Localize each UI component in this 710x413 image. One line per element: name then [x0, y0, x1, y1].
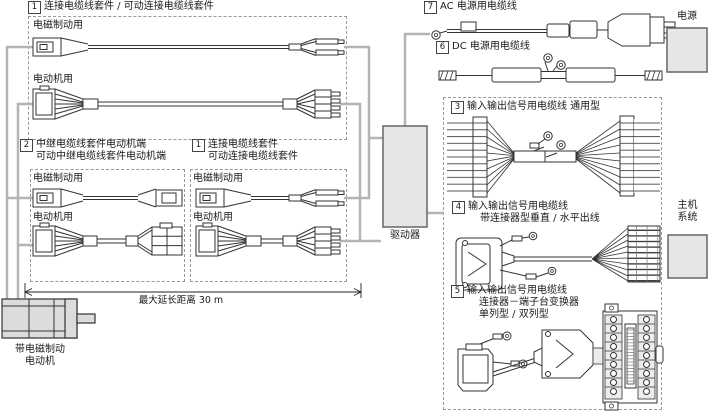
kit1-mid-title-line1: 连接电缆线套件: [208, 139, 278, 150]
number-badge-1: 1: [28, 1, 41, 14]
number-badge-4: 4: [452, 201, 465, 214]
kit1-top-dashed-box: [28, 16, 347, 140]
io-terminal-title: 输入输出信号用电缆线: [467, 285, 567, 296]
number-badge-5: 5: [451, 285, 464, 298]
motor-label-mid: 电动机用: [193, 212, 233, 223]
kit2-title-line2: 可动中继电缆线套件电动机端: [36, 151, 166, 162]
host-label-line1: 主机: [677, 200, 698, 211]
kit2-label: 2 中继电缆线套件电动机端 可动中继电缆线套件电动机端: [20, 139, 166, 163]
motor-label-relay: 电动机用: [33, 212, 73, 223]
io-connector-title: 输入输出信号用电缆线: [468, 201, 568, 212]
brake-label-top: 电磁制动用: [33, 20, 83, 31]
brake-cable-relay: [32, 188, 183, 208]
motor-caption: 带电磁制动 电动机: [0, 344, 80, 368]
number-badge-7: 7: [424, 1, 437, 14]
host-label-line2: 系统: [677, 212, 698, 223]
io-cable-general: [447, 115, 660, 198]
power-box: [666, 27, 708, 73]
brake-cable-top: [32, 37, 345, 57]
motor-caption-line2: 电动机: [25, 356, 55, 367]
kit2-title-line1: 中继电缆线套件电动机端: [36, 139, 146, 150]
max-distance-arrow: [23, 283, 363, 298]
motor-cable-mid: [195, 222, 341, 257]
io-general-title: 输入输出信号用电缆线 通用型: [467, 101, 601, 112]
kit1-mid-title-line2: 可动连接电缆线套件: [208, 151, 298, 162]
ac-power-cable: [431, 13, 676, 47]
number-badge-6: 6: [436, 41, 449, 54]
kit1-mid-label: 1 连接电缆线套件 可动连接电缆线套件: [192, 139, 298, 163]
io-terminal-label: 5 输入输出信号用电缆线 连接器－端子台变换器 单列型 / 双列型: [451, 285, 579, 321]
host-system-label: 主机 系统: [668, 200, 707, 224]
dc-power-cable: [438, 53, 663, 83]
power-label: 电源: [677, 11, 697, 22]
brake-label-relay: 电磁制动用: [33, 173, 83, 184]
kit1-top-label: 1 连接电缆线套件 / 可动连接电缆线套件: [28, 1, 214, 14]
io-general-label: 3 输入输出信号用电缆线 通用型: [451, 101, 600, 114]
io-terminal-subtitle1: 连接器－端子台变换器: [479, 297, 579, 308]
number-badge-3: 3: [451, 101, 464, 114]
brake-label-mid: 电磁制动用: [193, 173, 243, 184]
io-connector-label: 4 输入输出信号用电缆线 带连接器型垂直 / 水平出线: [452, 201, 600, 225]
io-cables-dashed-box: [443, 97, 662, 410]
ac-cable-label: 7 AC 电源用电缆线: [424, 1, 517, 14]
io-cable-terminal-block: [457, 303, 664, 411]
connection-lines: [5, 32, 444, 299]
number-badge-1b: 1: [192, 139, 205, 152]
ac-cable-title: AC 电源用电缆线: [440, 1, 517, 12]
motor-graphic: [1, 298, 96, 339]
motor-label-top: 电动机用: [33, 74, 73, 85]
motor-caption-line1: 带电磁制动: [15, 344, 65, 355]
dc-cable-title: DC 电源用电缆线: [452, 41, 530, 52]
kit2-dashed-box: [30, 169, 185, 282]
io-cable-connector: [455, 225, 661, 291]
motor-cable-top: [32, 85, 341, 120]
driver-label: 驱动器: [390, 230, 420, 241]
driver-box: [382, 125, 428, 228]
motor-cable-relay: [32, 222, 183, 257]
kit1-top-title: 连接电缆线套件 / 可动连接电缆线套件: [44, 1, 214, 12]
kit1-mid-dashed-box: [190, 169, 347, 282]
brake-cable-mid: [195, 188, 345, 208]
dc-cable-label: 6 DC 电源用电缆线: [436, 41, 530, 54]
io-terminal-subtitle2: 单列型 / 双列型: [479, 309, 549, 320]
number-badge-2: 2: [20, 139, 33, 152]
max-distance-label: 最大延长距离 30 m: [138, 295, 224, 306]
host-system-box: [667, 234, 708, 279]
io-connector-subtitle: 带连接器型垂直 / 水平出线: [480, 213, 600, 224]
